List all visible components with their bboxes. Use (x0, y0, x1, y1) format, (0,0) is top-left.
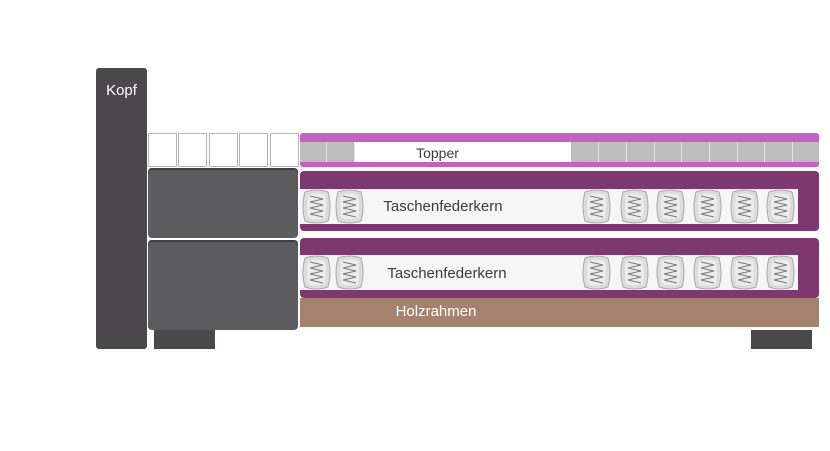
pocket-spring-icon (582, 255, 611, 290)
topper-label: Topper (416, 145, 459, 161)
topper-segment (793, 142, 819, 162)
topper-segment (655, 142, 682, 162)
pocket-spring-icon (620, 189, 649, 224)
topper-cell (209, 133, 238, 167)
topper-segment (627, 142, 655, 162)
spring-core-upper-label: Taschenfederkern (383, 198, 503, 215)
topper-segment (738, 142, 765, 162)
topper-cell (239, 133, 268, 167)
topper-segment (327, 142, 355, 162)
pocket-spring-icon (693, 255, 722, 290)
topper-segment (710, 142, 738, 162)
box-block-upper (148, 168, 298, 238)
pocket-spring-icon (730, 255, 759, 290)
pocket-spring-icon (693, 189, 722, 224)
pocket-spring-icon (302, 255, 331, 290)
pocket-spring-icon (656, 255, 685, 290)
pocket-spring-icon (335, 189, 364, 224)
pocket-spring-icon (620, 255, 649, 290)
wooden-frame-label: Holzrahmen (395, 303, 477, 320)
topper-segment (300, 142, 327, 162)
topper-segment (571, 142, 599, 162)
topper-segment (599, 142, 627, 162)
topper-cell (178, 133, 207, 167)
topper-segment (765, 142, 793, 162)
pocket-spring-icon (582, 189, 611, 224)
pocket-spring-icon (766, 255, 795, 290)
foot-right (751, 330, 812, 349)
topper-cell (270, 133, 299, 167)
headboard-label: Kopf (106, 82, 137, 99)
foot-left (154, 330, 215, 349)
pocket-spring-icon (730, 189, 759, 224)
topper-label-area (355, 142, 571, 162)
pocket-spring-icon (335, 255, 364, 290)
headboard (96, 68, 147, 349)
topper-segment (682, 142, 710, 162)
topper-cell (148, 133, 177, 167)
wooden-frame (300, 298, 819, 327)
pocket-spring-icon (302, 189, 331, 224)
box-block-lower (148, 240, 298, 330)
spring-core-lower-label: Taschenfederkern (387, 265, 507, 282)
pocket-spring-icon (766, 189, 795, 224)
pocket-spring-icon (656, 189, 685, 224)
